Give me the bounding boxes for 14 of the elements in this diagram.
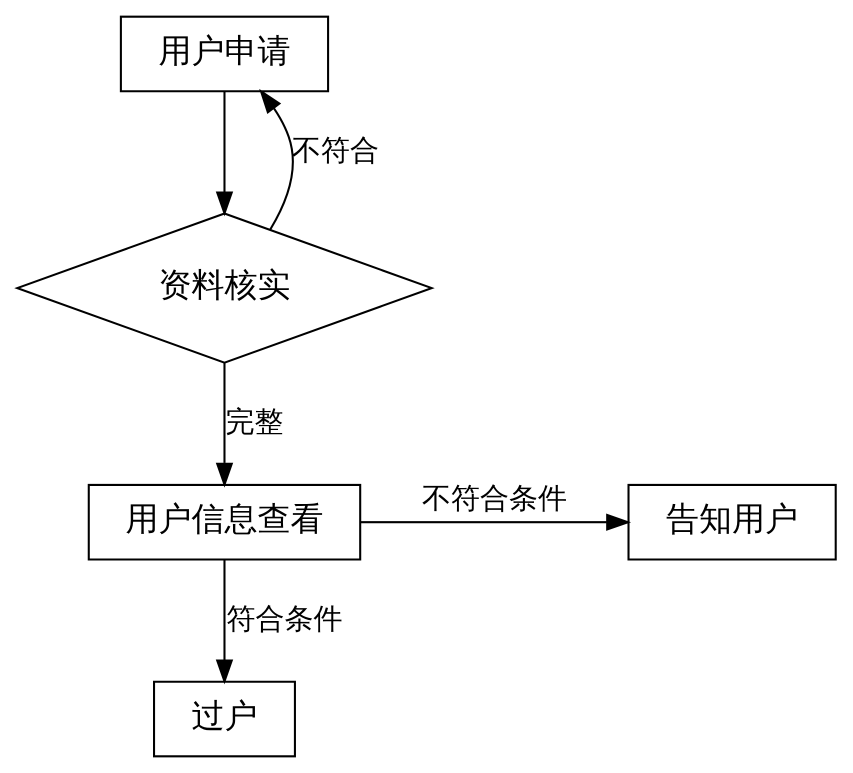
arrow [216, 362, 234, 488]
arrow [216, 560, 234, 684]
node-box: 告知用户 [627, 484, 837, 561]
edge-label: 不符合 [292, 133, 379, 168]
node-box: 用户申请 [120, 16, 330, 92]
arrow [360, 514, 632, 531]
arrow [216, 92, 234, 216]
edge-label: 不符合条件 [422, 481, 567, 516]
node-box: 过户 [153, 680, 296, 758]
node-diamond: 资料核实 [14, 212, 435, 364]
edge-label: 符合条件 [226, 601, 343, 636]
edge-label: 完整 [226, 404, 284, 438]
arrow [259, 88, 294, 230]
node-box: 用户信息查看 [88, 484, 362, 561]
